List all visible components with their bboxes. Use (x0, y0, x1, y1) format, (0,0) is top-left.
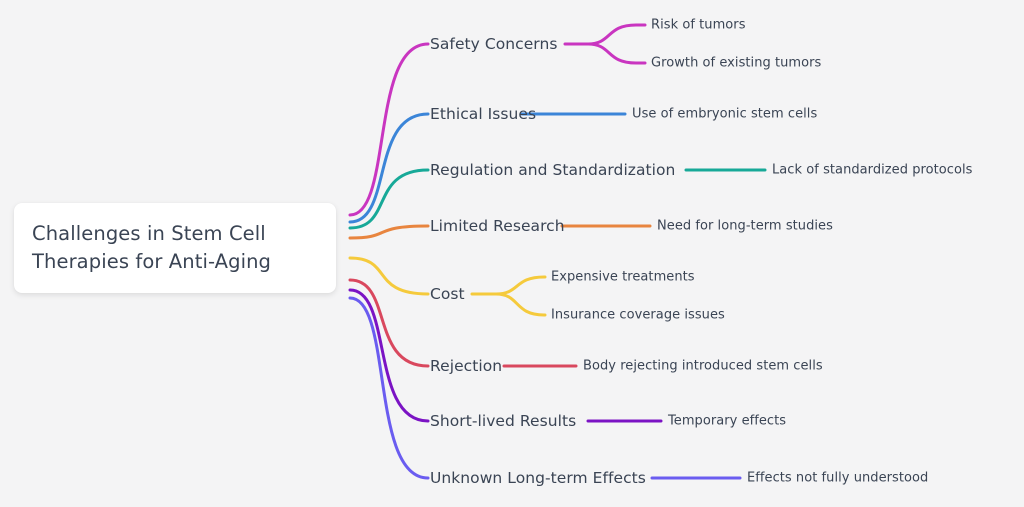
leaf-label-insurance-coverage-issues[interactable]: Insurance coverage issues (551, 307, 725, 323)
edge-root-to-unknown-long-term-effects (348, 296, 430, 480)
leaf-label-expensive-treatments[interactable]: Expensive treatments (551, 269, 695, 285)
edge-fork-upper-cost (494, 275, 547, 296)
leaf-label-need-for-long-term-studies[interactable]: Need for long-term studies (657, 218, 833, 234)
leaf-label-body-rejecting-introduced-stem-cells[interactable]: Body rejecting introduced stem cells (583, 358, 823, 374)
edge-root-to-regulation-and-standardization (348, 168, 430, 230)
branch-label-short-lived-results[interactable]: Short-lived Results (430, 412, 577, 430)
root-node-label: Challenges in Stem Cell Therapies for An… (32, 222, 272, 273)
leaf-label-temporary-effects[interactable]: Temporary effects (668, 413, 787, 429)
edge-root-to-short-lived-results (348, 288, 430, 423)
branch-label-regulation-and-standardization[interactable]: Regulation and Standardization (430, 161, 676, 179)
branch-label-unknown-long-term-effects[interactable]: Unknown Long-term Effects (430, 469, 646, 487)
leaf-label-use-of-embryonic-stem-cells[interactable]: Use of embryonic stem cells (632, 106, 818, 122)
root-node[interactable]: Challenges in Stem Cell Therapies for An… (14, 203, 336, 293)
branch-label-safety-concerns[interactable]: Safety Concerns (430, 35, 558, 53)
branch-label-rejection[interactable]: Rejection (430, 357, 503, 375)
edge-root-to-ethical-issues (348, 112, 430, 224)
edge-fork-upper-safety-concerns (586, 23, 647, 46)
edge-fork-lower-safety-concerns (586, 42, 647, 65)
edge-root-to-cost (348, 256, 430, 296)
branch-label-limited-research[interactable]: Limited Research (430, 217, 565, 235)
leaf-label-growth-of-existing-tumors[interactable]: Growth of existing tumors (651, 55, 822, 71)
edge-root-to-safety-concerns (348, 42, 430, 217)
leaf-label-risk-of-tumors[interactable]: Risk of tumors (651, 17, 746, 33)
leaf-label-lack-of-standardized-protocols[interactable]: Lack of standardized protocols (772, 162, 973, 178)
leaf-label-effects-not-fully-understood[interactable]: Effects not fully understood (747, 470, 929, 486)
branch-label-ethical-issues[interactable]: Ethical Issues (430, 105, 537, 123)
edge-root-to-rejection (348, 278, 430, 368)
branch-label-cost[interactable]: Cost (430, 285, 465, 303)
edge-fork-lower-cost (494, 292, 547, 317)
edge-root-to-limited-research (348, 224, 430, 240)
